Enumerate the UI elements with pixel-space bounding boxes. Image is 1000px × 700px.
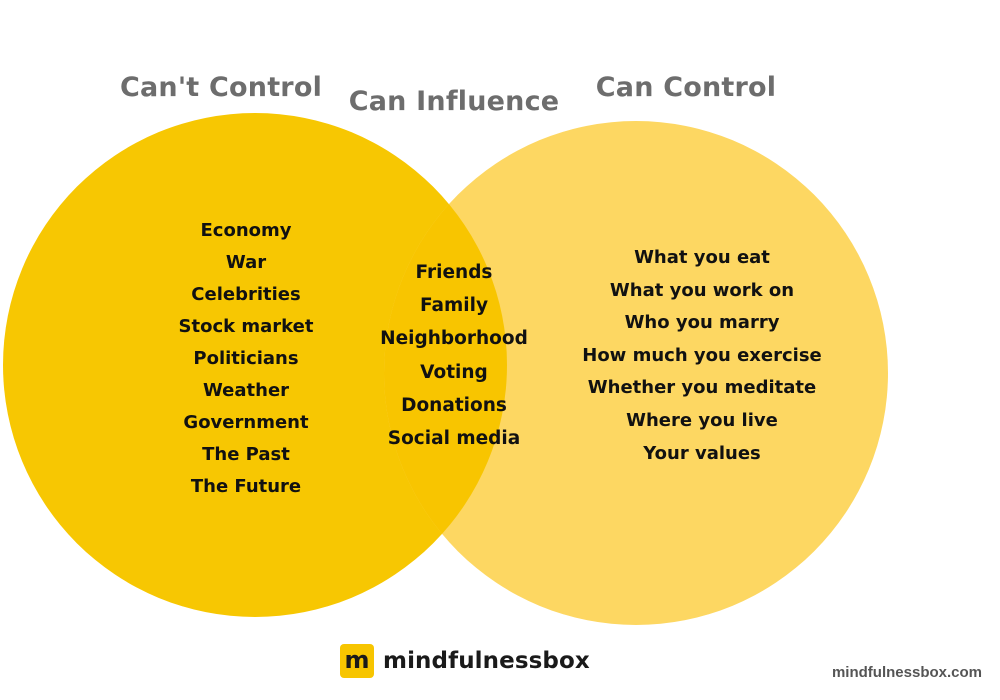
list-item: Politicians <box>193 348 299 369</box>
cant-control-heading: Can't Control <box>119 72 323 103</box>
list-item: Government <box>183 412 309 433</box>
list-item: Celebrities <box>191 284 301 305</box>
logo-mark-icon: m <box>340 644 374 678</box>
cant-control-list: Economy War Celebrities Stock market Pol… <box>179 215 314 503</box>
list-item: The Future <box>190 476 302 497</box>
site-url: mindfulnessbox.com <box>831 664 982 681</box>
list-item: How much you exercise <box>582 344 822 366</box>
can-influence-list: Friends Family Neighborhood Voting Donat… <box>380 256 528 455</box>
list-item: Voting <box>420 361 488 383</box>
list-item: Friends <box>415 262 493 283</box>
list-item: Family <box>419 295 489 317</box>
list-item: Your values <box>643 442 761 464</box>
brand-logo: m mindfulnessbox <box>340 641 590 681</box>
list-item: Who you marry <box>624 312 780 334</box>
can-control-list: What you eat What you work on Who you ma… <box>582 242 822 470</box>
list-item: War <box>225 252 267 273</box>
can-influence-heading: Can Influence <box>348 86 560 117</box>
list-item: Weather <box>202 380 290 401</box>
list-item: Donations <box>401 394 507 416</box>
list-item: What you eat <box>634 247 770 268</box>
list-item: Whether you meditate <box>587 377 817 399</box>
list-item: The Past <box>202 444 290 465</box>
logo-name: mindfulnessbox <box>383 648 590 674</box>
cant-control-circle <box>3 113 507 617</box>
list-item: Where you live <box>626 409 778 431</box>
list-item: Neighborhood <box>380 328 528 350</box>
list-item: Social media <box>387 427 521 449</box>
can-control-heading: Can Control <box>595 72 777 103</box>
list-item: What you work on <box>609 279 795 301</box>
list-item: Economy <box>200 220 292 241</box>
can-control-circle <box>384 121 888 625</box>
list-item: Stock market <box>178 316 314 337</box>
